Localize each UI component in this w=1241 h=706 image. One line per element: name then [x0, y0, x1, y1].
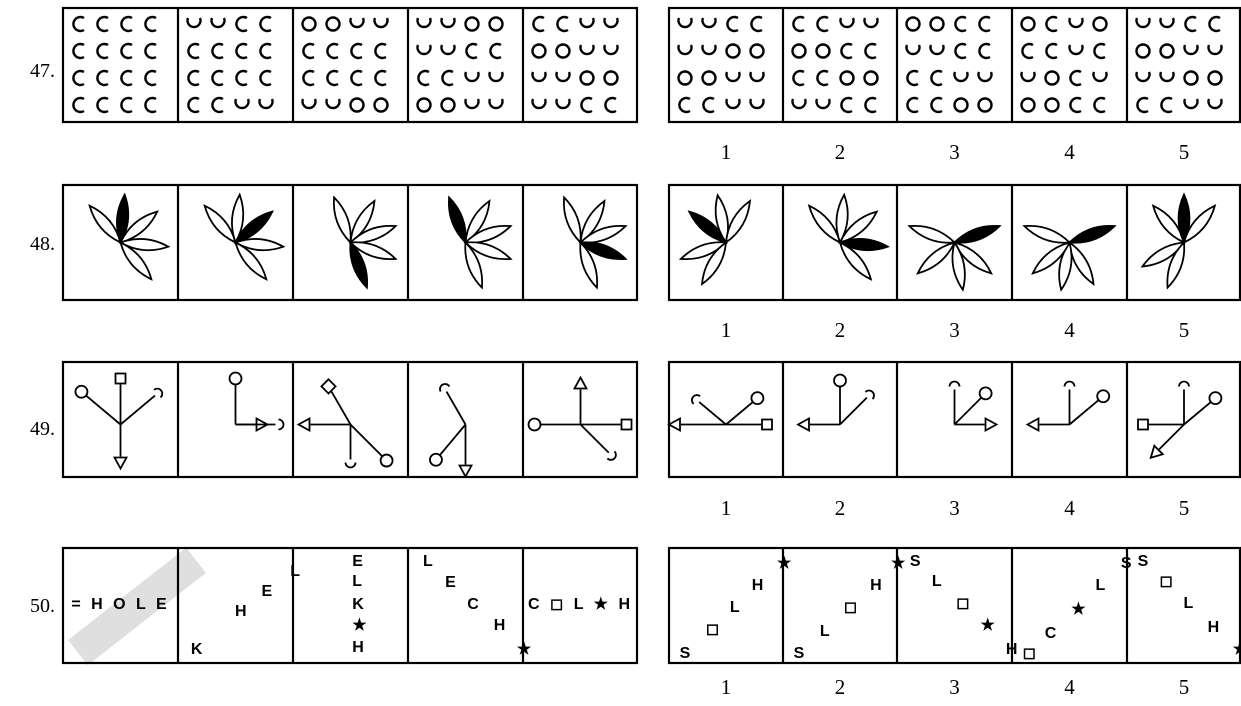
svg-text:◻: ◻	[844, 599, 857, 616]
svg-text:H: H	[494, 617, 506, 634]
svg-text:L: L	[932, 573, 942, 590]
q48-answer-cell-4	[1023, 221, 1117, 291]
svg-text:E: E	[261, 583, 272, 600]
svg-text:C: C	[467, 596, 479, 613]
svg-text:★: ★	[1233, 641, 1241, 658]
q49-problem-cell-3	[299, 379, 393, 467]
svg-text:C: C	[1045, 625, 1057, 642]
svg-text:◻: ◻	[1023, 645, 1036, 662]
svg-text:H: H	[352, 639, 364, 656]
q48-problem-cell-1	[85, 194, 168, 283]
answer-strip-50	[669, 548, 1240, 663]
svg-text:L: L	[820, 623, 830, 640]
svg-text:◻: ◻	[1159, 573, 1172, 590]
q48-answer-cell-2	[805, 194, 888, 283]
q47-problem-cell-1	[73, 17, 156, 112]
q48-answer-cell-3	[908, 221, 1002, 291]
svg-text:H: H	[1208, 619, 1220, 636]
svg-text:S: S	[910, 553, 921, 570]
q48-problem-cell-3	[329, 196, 398, 290]
q49-answer-cell-3	[950, 382, 997, 431]
q47-problem-cell-5	[533, 17, 618, 112]
svg-text:L: L	[730, 599, 740, 616]
q50-problem-cell-1: = H O L E	[71, 596, 169, 613]
svg-text:E: E	[445, 574, 456, 591]
q49-answer-cell-2	[798, 375, 876, 431]
q50-answer-cell-5: S ◻ LH ★	[1138, 553, 1241, 658]
q47-answer-cell-4	[1022, 17, 1107, 112]
svg-text:★: ★	[891, 555, 906, 572]
svg-text:H: H	[1006, 641, 1018, 658]
q47-answer-cell-1	[679, 17, 764, 112]
svg-text:H: H	[235, 603, 247, 620]
q47-answer-cell-5	[1137, 17, 1222, 112]
q50-answer-cell-4: ◻ C ★ LS	[1023, 555, 1132, 662]
q49-problem-cell-5	[529, 378, 632, 462]
svg-text:L: L	[423, 553, 433, 570]
svg-text:S: S	[1121, 555, 1132, 572]
svg-text:L: L	[1184, 595, 1194, 612]
svg-text:★: ★	[352, 617, 367, 634]
q48-problem-cell-2	[200, 194, 283, 283]
q49-problem-cell-2	[230, 373, 284, 431]
svg-text:S: S	[680, 645, 691, 662]
q50-answer-cell-1: S ◻ LH ★	[680, 555, 792, 662]
svg-text:= H O L E: = H O L E	[71, 596, 169, 613]
svg-text:K: K	[352, 596, 364, 613]
q47-answer-cell-3	[907, 17, 992, 112]
svg-text:★: ★	[980, 617, 995, 634]
q48-problem-cell-5	[559, 196, 628, 290]
svg-text:◻: ◻	[706, 621, 719, 638]
q50-problem-cell-3: ELK ★ H	[352, 553, 367, 656]
svg-text:L: L	[290, 563, 300, 580]
problem-strip-49	[63, 362, 637, 477]
svg-text:★: ★	[517, 641, 532, 658]
q47-problem-cell-3	[303, 18, 388, 112]
q49-answer-cell-1	[669, 392, 772, 430]
q49-answer-cell-5	[1138, 382, 1221, 462]
q49-problem-cell-4	[430, 382, 472, 476]
svg-text:E: E	[352, 553, 363, 570]
svg-text:★: ★	[1071, 601, 1086, 618]
q48-answer-cell-1	[679, 194, 755, 287]
q48-problem-cell-4	[444, 196, 513, 290]
q47-problem-cell-2	[188, 17, 273, 112]
q49-answer-cell-4	[1028, 382, 1110, 431]
q48-answer-cell-5	[1140, 195, 1219, 290]
svg-text:L: L	[352, 573, 362, 590]
svg-text:H: H	[870, 577, 882, 594]
q47-problem-cell-4	[418, 18, 503, 112]
q50-problem-cell-5: C ◻ L ★ H	[528, 596, 633, 613]
svg-text:K: K	[191, 641, 203, 658]
q47-answer-cell-2	[792, 17, 877, 112]
svg-text:S: S	[794, 645, 805, 662]
svg-text:★: ★	[777, 555, 792, 572]
q50-answer-cell-3: SL ◻ ★ H	[910, 553, 1018, 658]
svg-text:H: H	[752, 577, 764, 594]
q50-problem-cell-2: K HE L	[191, 563, 300, 658]
q50-answer-cell-2: SL ◻ H ★	[794, 555, 906, 662]
svg-text:L: L	[1095, 577, 1105, 594]
svg-text:S: S	[1138, 553, 1149, 570]
q49-problem-cell-1	[75, 374, 164, 469]
svg-text:C ◻ L ★ H: C ◻ L ★ H	[528, 596, 633, 613]
svg-text:◻: ◻	[956, 595, 969, 612]
